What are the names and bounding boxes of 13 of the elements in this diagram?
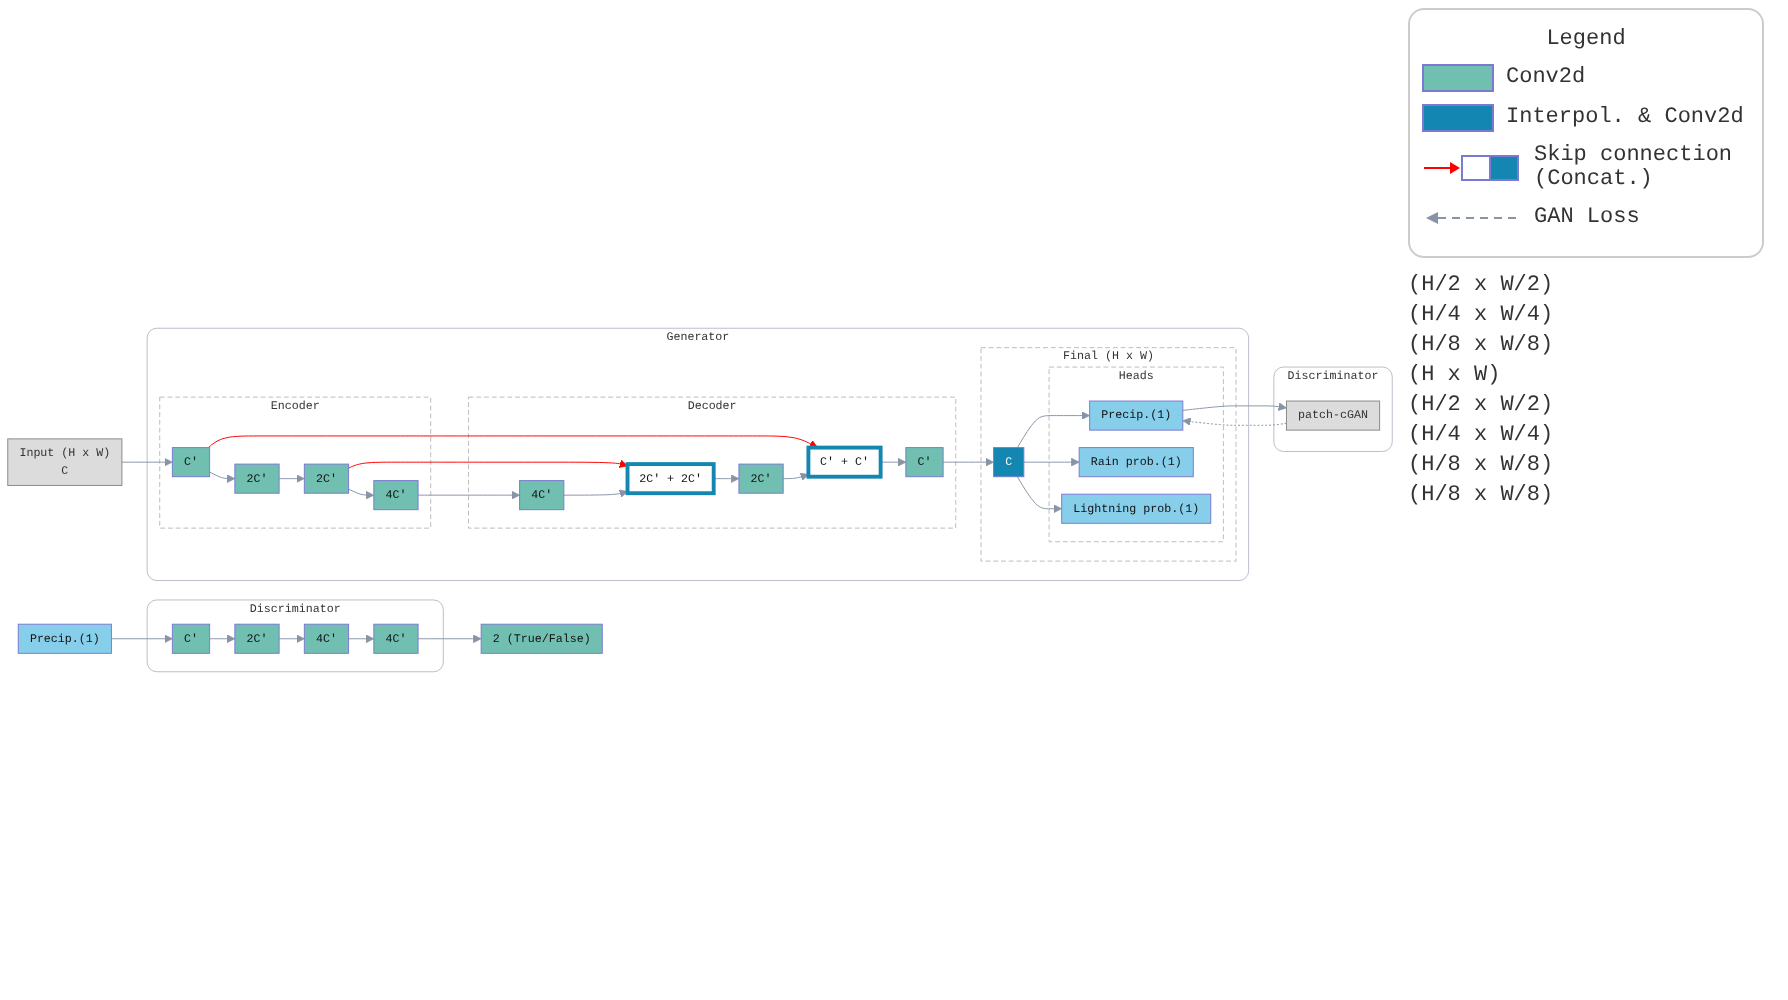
dimension-note: (H/4 x W/4) [1408, 304, 1556, 328]
legend-text: Conv2d [1506, 66, 1586, 90]
dimension-note: (H x W) [1408, 364, 1503, 388]
dimension-note: (H/4 x W/4) [1408, 424, 1556, 448]
dimension-note: (H/2 x W/2) [1408, 274, 1556, 298]
legend-text: Interpol. & Conv2d [1506, 106, 1744, 130]
dimension-note: (H/8 x W/8) [1408, 484, 1556, 508]
dimension-note: (H/8 x W/8) [1408, 454, 1556, 478]
legend-title: Legend [1544, 28, 1628, 52]
legend-text: Skip connection (Concat.) [1534, 144, 1735, 192]
dimension-note: (H/2 x W/2) [1408, 394, 1556, 418]
dimension-note: (H/8 x W/8) [1408, 334, 1556, 358]
legend-text: GAN Loss [1534, 206, 1640, 230]
